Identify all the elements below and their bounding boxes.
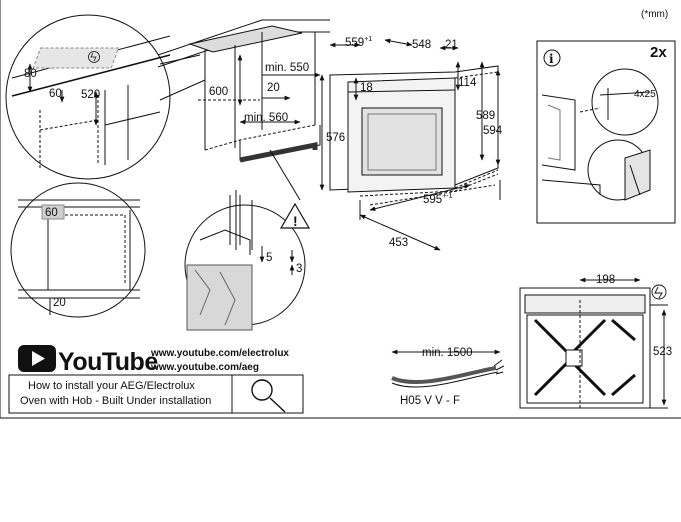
- youtube-logo-text: YouTube: [58, 348, 158, 376]
- dim-21: 21: [445, 39, 458, 51]
- screw-spec: 4x25: [634, 89, 656, 100]
- hob-front-view: [519, 277, 668, 410]
- dim-559: 559+1: [345, 36, 372, 49]
- plug-icon-hob: [651, 284, 667, 300]
- search-icon[interactable]: [251, 379, 286, 413]
- svg-text:!: !: [293, 213, 298, 229]
- unit-note: (*mm): [641, 9, 668, 20]
- dim-600: 600: [209, 86, 228, 98]
- dim-20: 20: [267, 82, 280, 94]
- oven-3d: [319, 38, 501, 251]
- cabinet-side-detail: [10, 182, 146, 318]
- detail-dim-20: 20: [53, 297, 66, 309]
- install-video-box[interactable]: [8, 374, 304, 414]
- dim-576: 576: [326, 132, 345, 144]
- power-cable: [391, 349, 505, 388]
- info-count: 2x: [650, 44, 667, 61]
- warn-dim-3: 3: [296, 263, 302, 275]
- play-icon: [18, 345, 56, 372]
- front-dim-523: 523: [653, 346, 672, 358]
- dim-594: 594: [483, 125, 503, 137]
- info-icon: i: [543, 49, 561, 67]
- dim-589: 589: [476, 110, 495, 122]
- dim-80: 80: [24, 68, 37, 80]
- install-line-1: How to install your AEG/Electrolux: [28, 380, 195, 392]
- plug-icon: [88, 51, 100, 63]
- warn-dim-5: 5: [266, 252, 272, 264]
- dim-453: 453: [389, 237, 408, 249]
- svg-text:i: i: [549, 52, 554, 66]
- dim-18: 18: [360, 82, 373, 94]
- dim-548: 548: [412, 39, 431, 51]
- front-dim-198: 198: [596, 274, 615, 286]
- info-panel: [536, 40, 676, 224]
- install-line-2: Oven with Hob - Built Under installation: [20, 395, 211, 407]
- cabinet-with-hob: [157, 19, 330, 163]
- dim-595: 595+-1: [423, 193, 453, 206]
- dim-114: 114: [458, 77, 477, 89]
- youtube-link-aeg[interactable]: www.youtube.com/aeg: [150, 362, 259, 373]
- youtube-link-electrolux[interactable]: www.youtube.com/electrolux: [150, 348, 289, 359]
- cable-min-length: min. 1500: [422, 347, 473, 359]
- detail-dim-60: 60: [45, 207, 58, 219]
- dim-60: 60: [49, 88, 62, 100]
- warning-icon: !: [279, 202, 311, 229]
- dim-520: 520: [81, 89, 100, 101]
- dim-min-560: min. 560: [244, 112, 288, 124]
- warning-detail: [184, 149, 306, 331]
- dim-min-550: min. 550: [265, 62, 309, 74]
- cable-type: H05 V V - F: [400, 395, 460, 407]
